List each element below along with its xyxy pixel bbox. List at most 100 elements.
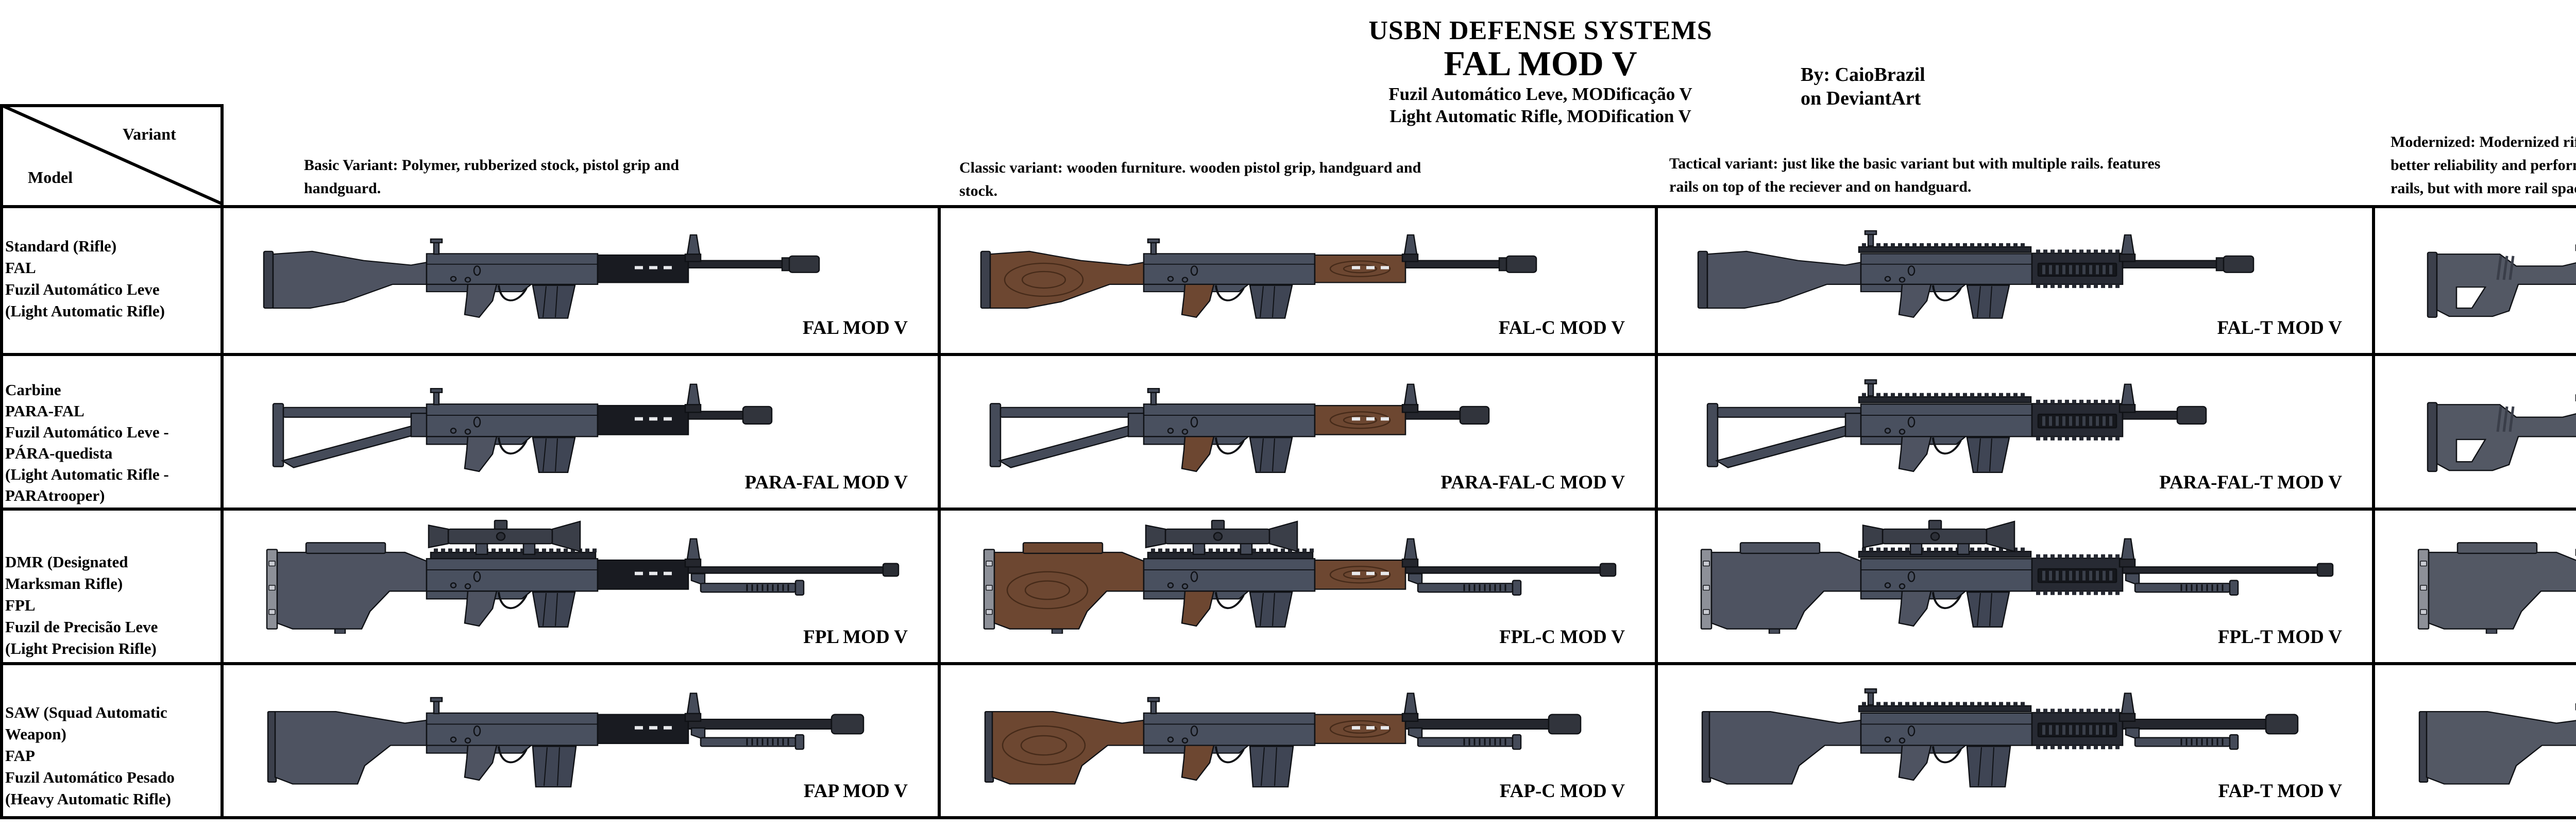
corner-diagonal-line [0,104,224,205]
model-label-line: Fuzil de Precisão Leve [5,618,158,636]
rifle-illustration [2386,358,2576,479]
model-label-line: (Light Automatic Rifle) [5,302,165,320]
rifle-icon [1697,230,2255,319]
model-label-line: Carbine [5,381,61,399]
model-label-line: (Light Automatic Rifle - [5,465,169,483]
model-label-line: Weapon) [5,725,66,743]
subtitle-english: Light Automatic Rifle, MODification V [1389,106,1691,126]
rifle-illustration [235,513,915,634]
rifle-icon [266,519,900,634]
cell-model-name: FAL-C MOD V [1498,317,1625,339]
variant-description-line: rails on top of the reciever and on hand… [1669,178,1972,195]
cell-model-name: FPL-M MOD V [2372,626,2576,648]
grid-line [0,104,3,819]
model-label-line: DMR (Designated [5,553,128,571]
cell-model-name: FAP-M MOD V [2372,780,2576,802]
rifle-icon [2417,542,2576,634]
variant-description-line: rails, but with more rail space. the pol… [2391,180,2576,197]
rifle-icon [983,519,1617,634]
rifle-icon [984,692,1582,788]
credit-author: By: CaioBrazil [1801,64,1925,86]
cell-model-name: FPL-C MOD V [1499,627,1625,648]
grid-line [1655,205,1658,819]
credit-site: on DeviantArt [1801,88,1921,109]
grid-line [221,104,224,819]
variant-description-line: Basic Variant: Polymer, rubberized stock… [304,157,680,174]
rifle-illustration [235,358,915,479]
rifle-icon [1701,688,2299,788]
cell-model-name: FPL MOD V [803,627,908,648]
grid-line [0,104,224,107]
cell-model-name: PARA-FAL-M MOD V [2372,471,2576,494]
rifle-icon [267,692,865,788]
model-label-line: Marksman Rifle) [5,574,123,593]
cell-model-name: PARA-FAL-C MOD V [1440,472,1625,493]
rifle-icon [263,234,820,319]
company-name: USBN DEFENSE SYSTEMS [1368,16,1713,45]
variant-description-line: Classic variant: wooden furniture. woode… [959,159,1421,176]
model-label-line: PÁRA-quedista [5,444,113,462]
rifle-illustration [952,667,1632,788]
variant-description-tactical: Tactical variant: just like the basic va… [1669,152,2160,198]
rifle-illustration [1669,513,2349,634]
cell-model-name: PARA-FAL-T MOD V [2159,472,2342,493]
cell-model-name: FAP MOD V [803,781,908,802]
model-label-line: PARA-FAL [5,402,84,420]
cell-dmr-classic: FPL-C MOD V [938,508,1655,662]
cell-model-name: FPL-T MOD V [2217,627,2342,648]
variant-description-classic: Classic variant: wooden furniture. woode… [959,156,1421,202]
model-label-line: SAW (Squad Automatic [5,703,167,721]
rifle-illustration [2386,667,2576,788]
rifle-illustration [2386,210,2576,325]
cell-model-name: FAL MOD V [802,317,908,339]
cell-model-name: FAL-M MOD V [2372,317,2576,339]
cell-carbine-modernized: PARA-FAL-M MOD V [2372,353,2576,508]
cell-model-name: FAL-T MOD V [2217,317,2342,339]
grid-line [0,205,2576,208]
cell-dmr-tactical: FPL-T MOD V [1655,508,2372,662]
cell-model-name: FAP-T MOD V [2218,781,2342,802]
variant-description-line: Tactical variant: just like the basic va… [1669,155,2161,172]
variant-description-modernized: Modernized: Modernized rifle with modifi… [2391,130,2576,200]
rifle-icon [2427,394,2576,472]
model-label-line: Standard (Rifle) [5,237,117,255]
rifle-illustration [235,667,915,788]
cell-saw-modernized: FAP-M MOD V [2372,662,2576,816]
subtitle-portuguese: Fuzil Automático Leve, MODificação V [1388,84,1692,104]
cell-model-name: PARA-FAL MOD V [744,472,908,493]
cell-model-name: FAP-C MOD V [1499,781,1625,802]
cell-dmr-basic: FPL MOD V [221,508,938,662]
variant-description-line: stock. [959,182,998,199]
rifle-illustration [952,358,1632,479]
cell-saw-classic: FAP-C MOD V [938,662,1655,816]
rifle-icon [1706,379,2207,474]
grid-line [0,816,2576,819]
grid-line [0,353,2576,356]
cell-carbine-classic: PARA-FAL-C MOD V [938,353,1655,508]
rifle-icon [2427,244,2576,318]
page-title: FAL MOD V [1444,44,1637,83]
cell-saw-tactical: FAP-T MOD V [1655,662,2372,816]
variant-description-basic: Basic Variant: Polymer, rubberized stock… [304,154,679,200]
grid-line [0,662,2576,665]
cell-standard-modernized: FAL-M MOD V [2372,205,2576,353]
model-label-line: Fuzil Automático Leve [5,280,160,298]
rifle-icon [272,383,773,474]
model-label-line: Fuzil Automático Leve - [5,423,169,441]
rifle-illustration [1669,210,2349,325]
cell-saw-basic: FAP MOD V [221,662,938,816]
rifle-icon [1700,519,2334,634]
model-label-line: Fuzil Automático Pesado [5,768,175,786]
model-label-line: FPL [5,596,36,614]
credit-block: By: CaioBrazil on DeviantArt [1801,63,1925,110]
variant-description-line: handguard. [304,180,381,197]
rifle-illustration [952,513,1632,634]
rifle-illustration [1669,358,2349,479]
model-label-line: (Heavy Automatic Rifle) [5,790,171,808]
cell-carbine-basic: PARA-FAL MOD V [221,353,938,508]
rifle-illustration [952,210,1632,325]
